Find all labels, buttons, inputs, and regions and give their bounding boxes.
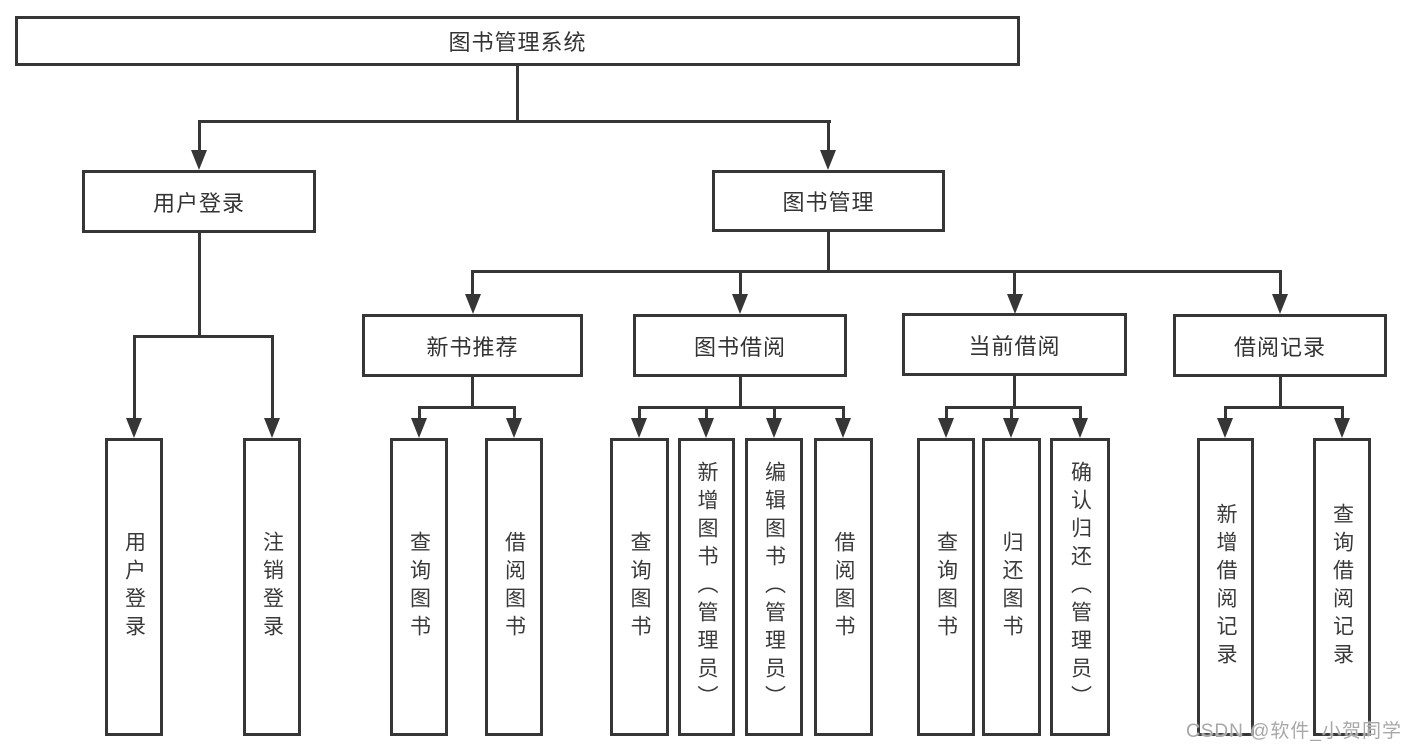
csdn-watermark: CSDN @软件_小贺同学 (1186, 721, 1402, 742)
leaf-recommend-borrow-books: 借阅图书 (485, 438, 543, 736)
connector-root-stem (516, 66, 519, 120)
connector-stub (1340, 406, 1344, 418)
leaf-current-query-books: 查询图书 (917, 438, 975, 736)
arrow-down-icon (1217, 418, 1233, 438)
connector-stub (197, 120, 201, 150)
node-label: 新增图书（管理员） (695, 461, 718, 713)
leaf-borrowing-add-books-admin: 新增图书（管理员） (678, 438, 735, 736)
connector-stub (638, 406, 641, 418)
node-label: 图书管理系统 (448, 30, 587, 55)
connector-user-login-stem (197, 233, 201, 335)
node-label: 图书借阅 (693, 334, 786, 360)
leaf-logout: 注销登录 (243, 438, 301, 736)
connector-stem (738, 377, 742, 406)
connector-stem (1013, 376, 1016, 406)
connector-stub (705, 406, 708, 418)
connector-branch (1224, 406, 1343, 409)
arrow-down-icon (506, 418, 522, 438)
connector-stub (842, 406, 845, 418)
connector-branch (944, 406, 1082, 409)
connector-stub (772, 406, 776, 418)
connector-stub (417, 406, 421, 418)
connector-stub (738, 270, 742, 294)
node-book-management: 图书管理 (712, 170, 945, 232)
leaf-records-query-record: 查询借阅记录 (1313, 438, 1371, 736)
connector-branch (417, 406, 516, 409)
node-label: 新书推荐 (426, 334, 519, 360)
arrow-down-icon (1006, 294, 1023, 314)
connector-stub (512, 406, 516, 418)
connector-stem (1278, 377, 1282, 406)
node-label: 借阅图书 (502, 531, 526, 643)
connector-book-mgmt-branch (471, 270, 1281, 273)
arrow-down-icon (1334, 418, 1350, 438)
arrow-down-icon (938, 418, 954, 438)
node-user-login: 用户登录 (82, 170, 316, 233)
arrow-down-icon (264, 418, 280, 438)
node-book-borrowing: 图书借阅 (633, 314, 847, 377)
node-label: 注销登录 (260, 531, 284, 643)
leaf-user-login: 用户登录 (105, 438, 163, 736)
connector-stem (471, 377, 474, 406)
node-new-book-recommend: 新书推荐 (362, 314, 583, 377)
arrow-down-icon (631, 418, 647, 438)
node-label: 编辑图书（管理员） (762, 461, 786, 713)
node-library-management-system: 图书管理系统 (15, 16, 1020, 66)
node-label: 用户登录 (152, 190, 245, 216)
leaf-borrowing-query-books: 查询图书 (610, 438, 669, 736)
connector-stub (1078, 406, 1082, 418)
node-current-borrowing: 当前借阅 (902, 313, 1127, 376)
node-label: 查询借阅记录 (1330, 503, 1354, 671)
connector-book-mgmt-stem (827, 232, 830, 270)
node-label: 当前借阅 (968, 333, 1061, 359)
leaf-current-confirm-return-admin: 确认归还（管理员） (1050, 438, 1110, 736)
arrow-down-icon (1003, 418, 1019, 438)
arrow-down-icon (1072, 418, 1088, 438)
leaf-borrowing-edit-books-admin: 编辑图书（管理员） (745, 438, 803, 736)
connector-branch (638, 406, 845, 409)
connector-stub (132, 335, 136, 418)
node-label: 图书管理 (782, 190, 875, 215)
connector-user-login-branch (132, 335, 274, 338)
arrow-down-icon (1272, 294, 1288, 314)
leaf-borrowing-borrow-books: 借阅图书 (814, 438, 873, 736)
node-label: 归还图书 (1000, 531, 1023, 643)
leaf-recommend-query-books: 查询图书 (390, 438, 448, 736)
arrow-down-icon (732, 294, 748, 314)
arrow-down-icon (698, 418, 714, 438)
connector-stub (944, 406, 948, 418)
node-label: 查询图书 (628, 531, 651, 643)
connector-stub (270, 335, 274, 418)
connector-stub (471, 270, 474, 294)
leaf-current-return-books: 归还图书 (982, 438, 1041, 736)
node-label: 借阅图书 (832, 531, 855, 643)
node-label: 确认归还（管理员） (1068, 461, 1092, 713)
node-label: 查询图书 (934, 531, 958, 643)
leaf-records-add-record: 新增借阅记录 (1197, 438, 1254, 736)
node-label: 查询图书 (407, 531, 431, 643)
arrow-down-icon (464, 294, 481, 314)
node-label: 用户登录 (122, 531, 146, 643)
connector-stub (1278, 270, 1282, 294)
connector-stub (1013, 270, 1016, 294)
connector-stub (1224, 406, 1227, 418)
arrow-down-icon (835, 418, 851, 438)
connector-root-branch (197, 120, 831, 123)
arrow-down-icon (191, 150, 207, 170)
node-borrow-records: 借阅记录 (1173, 314, 1387, 377)
connector-stub (827, 120, 830, 150)
arrow-down-icon (411, 418, 427, 438)
connector-stub (1010, 406, 1013, 418)
arrow-down-icon (766, 418, 782, 438)
node-label: 新增借阅记录 (1214, 503, 1237, 671)
node-label: 借阅记录 (1233, 334, 1326, 360)
arrow-down-icon (820, 150, 836, 170)
arrow-down-icon (126, 418, 142, 438)
